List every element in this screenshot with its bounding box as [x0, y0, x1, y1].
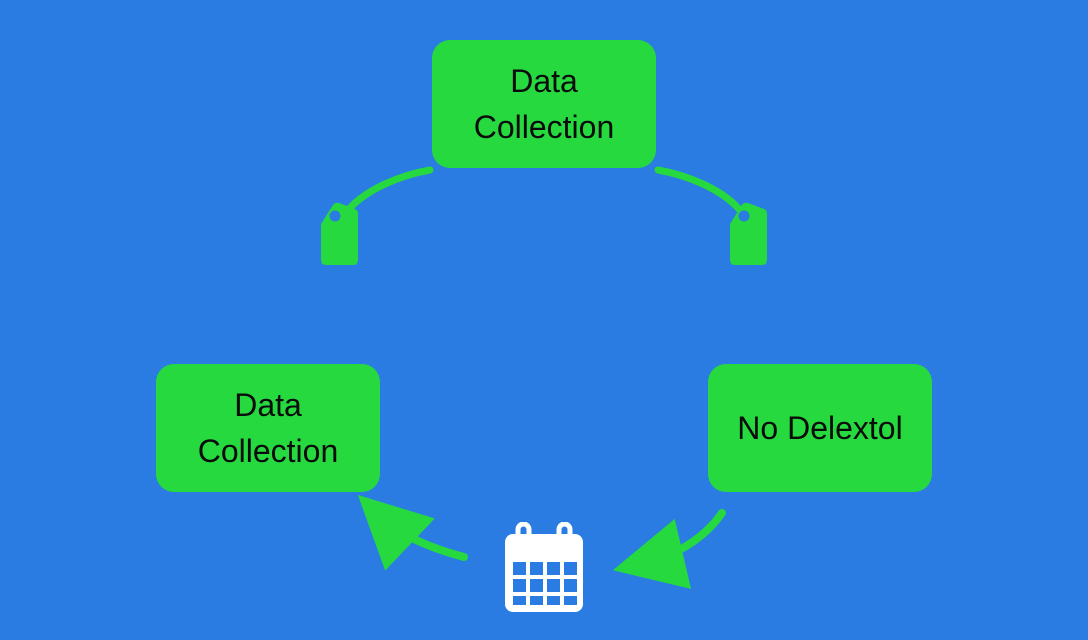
node-label: Data Collection	[473, 62, 615, 145]
node-label: Data Collection	[197, 386, 339, 469]
node-data-collection-left: Data Collection	[156, 364, 380, 492]
arrow-calendar-to-left-node	[357, 494, 468, 571]
arrow-right-node-to-calendar	[612, 509, 726, 589]
node-label: No Delextol	[737, 409, 903, 446]
node-no-delextol-right: No Delextol	[708, 364, 932, 492]
calendar-icon	[505, 522, 583, 612]
node-data-collection-top: Data Collection	[432, 40, 656, 168]
tag-icon	[321, 202, 358, 265]
tag-icon	[730, 202, 767, 265]
